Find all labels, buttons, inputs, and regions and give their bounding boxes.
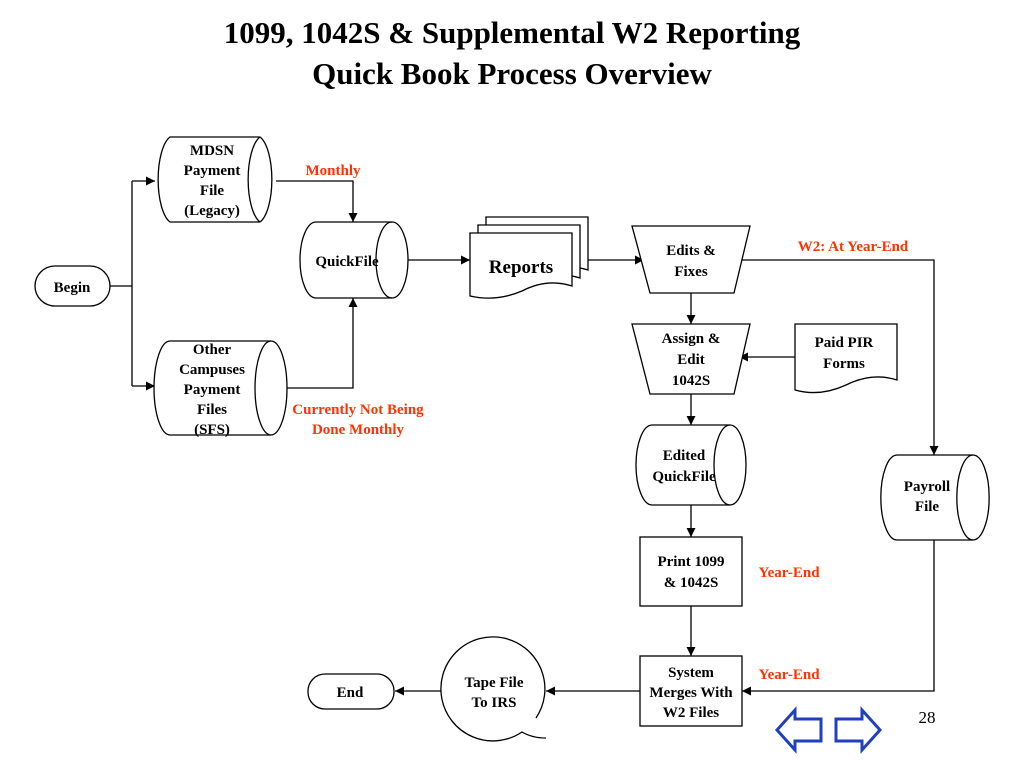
mdsn-label-line3: File (200, 183, 224, 199)
edited-label-line2: QuickFile (652, 469, 716, 485)
merge-process-shape (639, 655, 743, 727)
annotations: Monthly Currently Not Being Done Monthly… (292, 163, 909, 683)
slide-title-line2: Quick Book Process Overview (312, 56, 712, 91)
tape-storage-shape (440, 636, 547, 742)
page-number: 28 (919, 708, 936, 727)
node-print-1099-1042s: Print 1099 & 1042S (639, 536, 743, 607)
node-assign-edit-1042s: Assign & Edit 1042S (631, 323, 751, 395)
arrow-mdsn-to-quickfile (276, 180, 358, 222)
right-arrow-icon (834, 706, 883, 754)
quickfile-storage-edge (375, 221, 393, 299)
node-quickfile: QuickFile (299, 221, 409, 299)
merge-label-line2: Merges With (649, 685, 733, 701)
payroll-storage-shape (880, 454, 990, 541)
node-system-merge: System Merges With W2 Files (639, 655, 743, 727)
end-terminator-shape (307, 673, 395, 710)
connector-lines (110, 176, 939, 696)
print-label-line1: Print 1099 (657, 554, 724, 570)
mdsn-label-line4: (Legacy) (184, 203, 240, 219)
reports-doc-front (469, 232, 573, 299)
assign-label-line1: Assign & (662, 331, 721, 347)
tape-label-line1: Tape File (464, 675, 523, 691)
left-arrow-icon (774, 706, 823, 754)
paidpir-label-line1: Paid PIR (815, 335, 874, 351)
edits-label-line2: Fixes (674, 264, 707, 280)
other-label-line5: (SFS) (194, 422, 230, 438)
note-year-end-print: Year-End (758, 565, 820, 581)
end-label: End (337, 685, 364, 701)
edited-storage-shape (635, 424, 747, 506)
other-label-line3: Payment (184, 382, 241, 398)
node-reports: Reports (469, 216, 589, 299)
mdsn-label-line2: Payment (184, 163, 241, 179)
payroll-storage-edge (956, 454, 974, 541)
node-paid-pir-forms: Paid PIR Forms (794, 323, 898, 394)
reports-label: Reports (489, 257, 553, 278)
begin-label: Begin (54, 280, 91, 296)
other-label-line1: Other (193, 342, 232, 358)
payroll-label-line1: Payroll (904, 479, 950, 495)
merge-label-line1: System (668, 665, 714, 681)
tape-label-line2: To IRS (472, 695, 517, 711)
slide-title-line1: 1099, 1042S & Supplemental W2 Reporting (223, 15, 801, 50)
paidpir-label-line2: Forms (823, 356, 865, 372)
back-button[interactable] (774, 706, 823, 754)
node-end: End (307, 673, 395, 710)
edits-trapezoid-shape (631, 225, 751, 294)
arrow-payroll-to-merge (742, 540, 935, 696)
assign-label-line3: 1042S (672, 373, 710, 389)
assign-trapezoid-shape (631, 323, 751, 395)
node-begin: Begin (34, 265, 111, 307)
note-w2-year-end: W2: At Year-End (798, 239, 909, 255)
arrow-other-to-quickfile (287, 298, 358, 389)
quickfile-label: QuickFile (315, 254, 379, 270)
node-tape-file: Tape File To IRS (440, 636, 547, 742)
mdsn-storage-edge (247, 136, 261, 223)
node-payroll-file: Payroll File (880, 454, 990, 541)
other-label-line4: Files (197, 402, 227, 418)
other-label-line2: Campuses (179, 362, 245, 378)
note-year-end-merge: Year-End (758, 667, 820, 683)
other-storage-edge (254, 340, 272, 436)
note-monthly: Monthly (305, 163, 361, 179)
note-not-monthly-line1: Currently Not Being (292, 402, 424, 418)
node-mdsn-payment-file: MDSN Payment File (Legacy) (157, 136, 273, 223)
edited-storage-edge (713, 424, 731, 506)
node-other-campuses-files: Other Campuses Payment Files (SFS) (153, 340, 288, 438)
assign-label-line2: Edit (677, 352, 705, 368)
arrow-edits-to-payroll (742, 259, 939, 455)
print-process-shape (639, 536, 743, 607)
print-label-line2: & 1042S (664, 575, 719, 591)
payroll-label-line2: File (915, 499, 939, 515)
node-edits-fixes: Edits & Fixes (631, 225, 751, 294)
paidpir-document-shape (794, 323, 898, 394)
mdsn-label-line1: MDSN (190, 143, 234, 159)
begin-terminator-shape (34, 265, 111, 307)
forward-button[interactable] (834, 706, 883, 754)
edited-label-line1: Edited (663, 448, 706, 464)
note-not-monthly-line2: Done Monthly (312, 422, 405, 438)
node-edited-quickfile: Edited QuickFile (635, 424, 747, 506)
edits-label-line1: Edits & (666, 243, 716, 259)
merge-label-line3: W2 Files (663, 705, 719, 721)
